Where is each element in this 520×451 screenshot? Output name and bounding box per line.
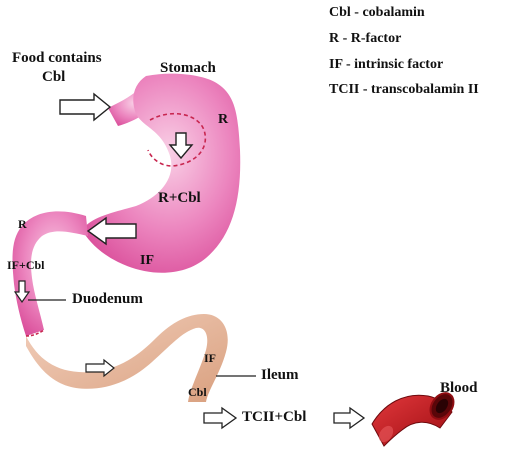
duodenum-label: Duodenum <box>72 291 143 308</box>
if-stomach-label: IF <box>140 253 154 269</box>
blood-label: Blood <box>440 380 478 397</box>
flow-arrow-icon <box>60 94 110 120</box>
blood-vessel-icon <box>372 389 458 446</box>
r-cbl-label: R+Cbl <box>158 190 201 207</box>
flow-arrow-icon <box>334 408 364 428</box>
flow-arrow-icon <box>204 408 236 428</box>
food-label-line2: Cbl <box>42 69 65 86</box>
legend-item-if: IF - intrinsic factor <box>329 57 443 73</box>
legend-item-tcii: TCII - transcobalamin II <box>329 82 479 98</box>
legend-item-cbl: Cbl - cobalamin <box>329 5 425 21</box>
tcii-cbl-label: TCII+Cbl <box>242 409 306 426</box>
stomach-label: Stomach <box>160 60 216 77</box>
ileum-label: Ileum <box>261 367 299 384</box>
if-cbl-label: IF+Cbl <box>7 259 45 272</box>
r-esophagus-label: R <box>18 218 27 231</box>
r-stomach-label: R <box>218 112 228 128</box>
if-ileum-label: IF <box>204 352 216 365</box>
food-label-line1: Food contains <box>12 50 102 67</box>
legend-item-r: R - R-factor <box>329 31 401 47</box>
cbl-ileum-label: Cbl <box>188 386 207 399</box>
